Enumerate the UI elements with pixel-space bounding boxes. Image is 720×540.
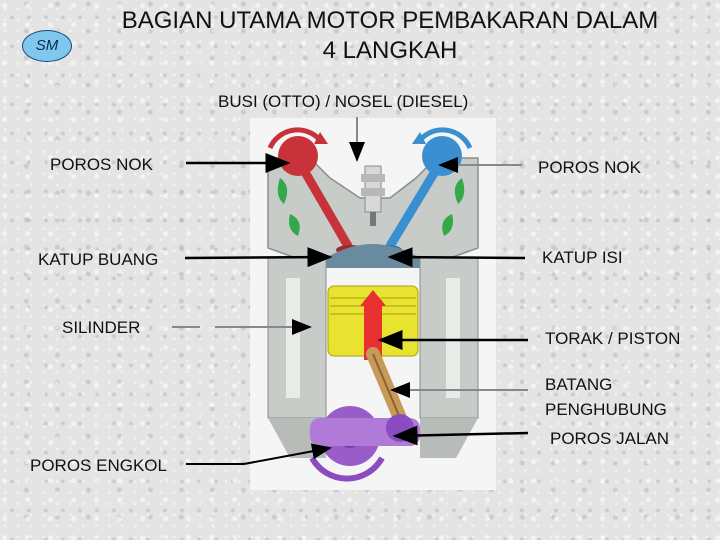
sm-logo-badge: SM [22, 30, 72, 62]
connecting-rod [366, 347, 407, 425]
arrow-poros-jalan [392, 425, 529, 446]
label-poros-jalan: POROS JALAN [550, 429, 670, 448]
title-line-1: BAGIAN UTAMA MOTOR PEMBAKARAN DALAM [121, 7, 659, 34]
label-poros-nok-left: POROS NOK [50, 155, 153, 174]
label-poros-nok-right: POROS NOK [538, 158, 641, 177]
label-torak-piston: TORAK / PISTON [545, 329, 681, 348]
page-title: BAGIAN UTAMA MOTOR PEMBAKARAN DALAM 4 LA… [70, 6, 710, 66]
label-katup-isi: KATUP ISI [542, 248, 623, 267]
label-busi-nosel: BUSI (OTTO) / NOSEL (DIESEL) [218, 92, 469, 111]
label-silinder: SILINDER [62, 318, 141, 337]
title-line-2: 4 LANGKAH [322, 37, 458, 64]
arrow-katup-isi [387, 247, 526, 268]
label-batang-line1: BATANG [545, 375, 613, 394]
arrow-poros-engkol-b [243, 443, 332, 465]
label-katup-buang: KATUP BUANG [38, 250, 159, 269]
spark-plug [361, 165, 385, 226]
crankshaft [309, 406, 420, 482]
cylinder-block [267, 257, 479, 458]
label-poros-engkol: POROS ENGKOL [30, 456, 167, 475]
arrow-katup-buang [184, 247, 333, 268]
label-batang-line2: PENGHUBUNG [545, 400, 667, 419]
